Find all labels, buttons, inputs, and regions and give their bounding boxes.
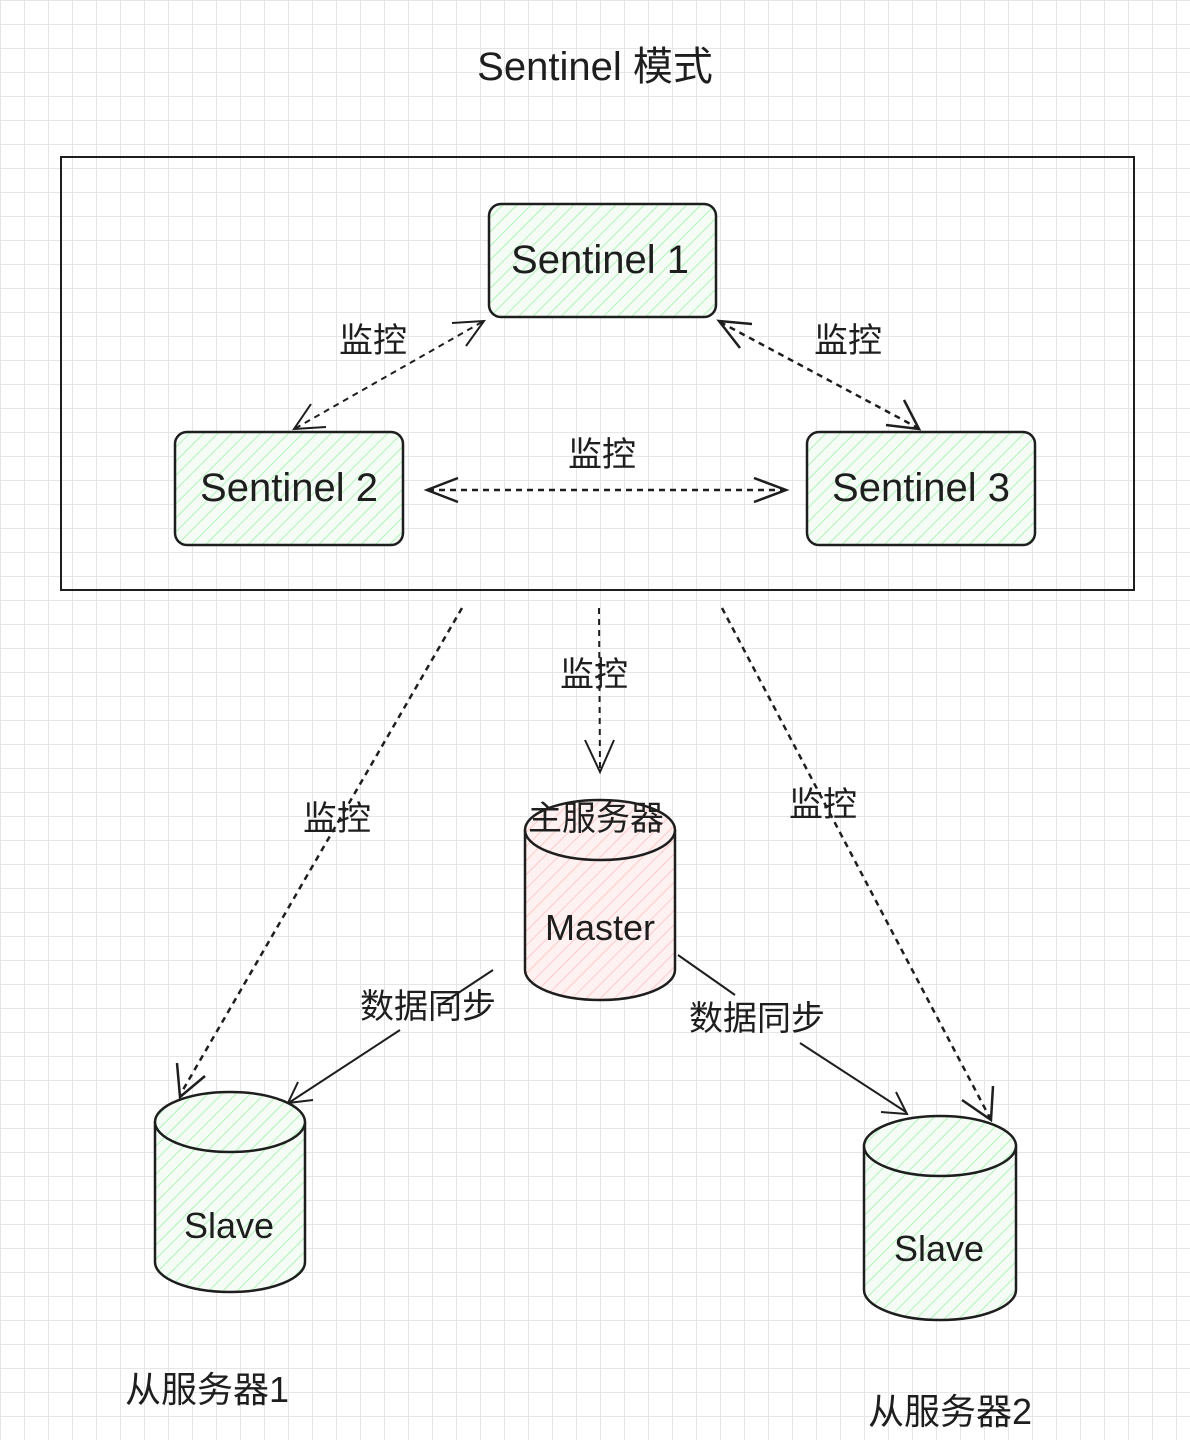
slave-2-database[interactable]: Slave [862,1114,1018,1322]
sentinel-2-label: Sentinel 2 [200,466,378,510]
edge-to-master-label: 监控 [560,656,628,694]
edge-s1-s2-label: 监控 [339,322,407,360]
edge-s2-s3 [423,476,790,504]
slave-1-label: Slave [184,1205,274,1246]
edge-s2-s3-label: 监控 [568,436,636,474]
diagram-title: Sentinel 模式 [477,45,713,89]
edge-to-slave-1 [175,607,464,1100]
slave-1-database[interactable]: Slave [153,1090,307,1294]
edge-sync-left-label: 数据同步 [360,988,496,1026]
master-database[interactable]: Master [523,798,677,1002]
edge-to-slave-2-label: 监控 [789,786,857,824]
edge-sync-right [677,954,909,1116]
sentinel-3-label: Sentinel 3 [832,466,1010,510]
edge-s1-s3 [716,319,922,431]
sentinel-group-frame [60,156,1135,591]
edge-sync-right-label: 数据同步 [689,1000,825,1038]
master-label: Master [545,907,655,948]
slave-1-caption: 从服务器1 [125,1369,289,1410]
sentinel-3-node[interactable]: Sentinel 3 [805,430,1037,547]
sentinel-1-label: Sentinel 1 [511,238,689,282]
sentinel-1-node[interactable]: Sentinel 1 [487,202,718,319]
master-caption: 主服务器 [528,800,664,838]
edge-s1-s3-label: 监控 [814,322,882,360]
edge-to-slave-2 [720,607,995,1123]
edge-to-master [584,607,615,775]
edge-to-slave-1-label: 监控 [303,800,371,838]
sentinel-2-node[interactable]: Sentinel 2 [173,430,405,547]
edge-s1-s2 [292,319,487,431]
slave-2-label: Slave [894,1228,984,1269]
slave-2-caption: 从服务器2 [868,1391,1032,1432]
